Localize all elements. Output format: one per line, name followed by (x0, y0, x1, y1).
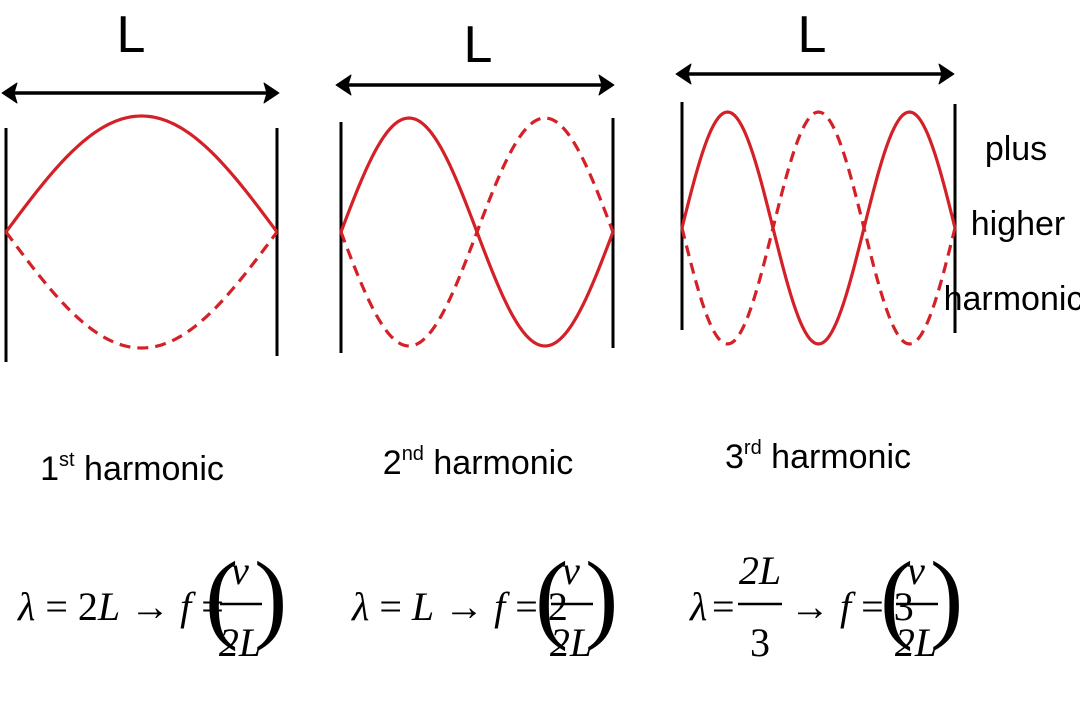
svg-text:2L: 2L (219, 620, 261, 665)
panel-3rd-harmonic: L 3rd harmonic λ = 2L 3 → f = 3 ( v (675, 6, 963, 665)
svg-text:2L: 2L (550, 620, 592, 665)
svg-text:v: v (907, 548, 925, 593)
fraction-v-over-2L: ( v 2L ) (535, 541, 618, 665)
fraction-2L-over-3: 2L 3 (738, 548, 782, 665)
harmonic-label-1: 1st harmonic (40, 449, 224, 488)
length-label: L (464, 16, 493, 74)
svg-text:): ) (254, 541, 287, 652)
svg-text:=: = (712, 584, 735, 629)
svg-text:3: 3 (750, 620, 770, 665)
harmonic-label-3: 3rd harmonic (725, 437, 911, 476)
svg-text:2L: 2L (739, 548, 781, 593)
standing-wave-dashed (680, 110, 957, 346)
length-arrow (335, 74, 615, 96)
wavelength-relation-2: λ = L → f = 2 (351, 584, 568, 629)
formula-2: λ = L → f = 2 ( v 2L ) (351, 541, 618, 665)
formula-3: λ = 2L 3 → f = 3 ( v 2L ) (689, 541, 963, 665)
svg-text:(: ( (205, 541, 238, 652)
panel-1st-harmonic: L 1st harmonic λ = 2L → f = ( v 2L ) (1, 6, 287, 665)
formula-1: λ = 2L → f = ( v 2L ) (17, 541, 287, 665)
length-label: L (117, 6, 146, 64)
svg-text:): ) (585, 541, 618, 652)
side-note-line-1: plus (985, 130, 1047, 168)
harmonic-label-2: 2nd harmonic (383, 443, 573, 482)
side-note-line-2: higher (971, 205, 1066, 243)
fraction-v-over-2L: ( v 2L ) (205, 541, 287, 665)
svg-text:(: ( (880, 541, 913, 652)
lambda-symbol: λ (689, 584, 707, 629)
svg-text:2L: 2L (895, 620, 937, 665)
length-arrow (675, 63, 955, 85)
panel-2nd-harmonic: L 2nd harmonic λ = L → f = 2 ( v 2L ) (335, 16, 618, 665)
svg-text:(: ( (535, 541, 568, 652)
standing-wave-solid (680, 110, 957, 346)
side-note: plus higher harmonics (944, 130, 1080, 318)
svg-text:→ f = 3: → f = 3 (790, 584, 914, 629)
svg-text:v: v (562, 548, 580, 593)
wavelength-relation-1: λ = 2L → f = (17, 584, 224, 629)
length-arrow (1, 82, 280, 104)
standing-wave-dashed (4, 231, 279, 350)
svg-text:v: v (231, 548, 249, 593)
length-label: L (798, 6, 827, 64)
standing-wave-solid (4, 114, 279, 233)
side-note-line-3: harmonics (944, 280, 1080, 318)
standing-wave-dashed (339, 116, 615, 348)
fraction-v-over-2L: ( v 2L ) (880, 541, 963, 665)
svg-text:): ) (930, 541, 963, 652)
